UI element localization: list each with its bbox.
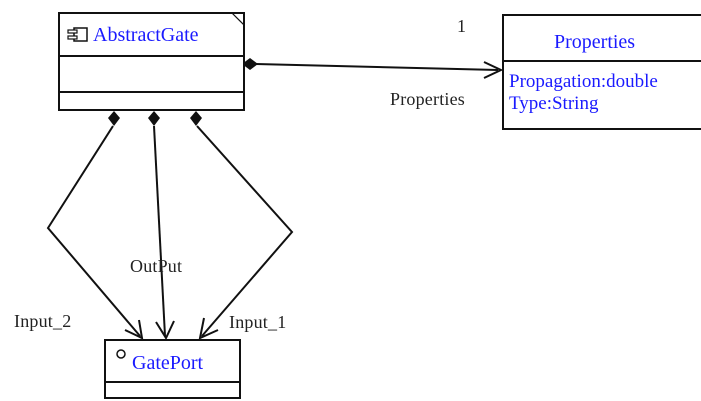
class-name-abstract-gate: AbstractGate <box>93 24 199 46</box>
attributes-compartment <box>60 57 243 93</box>
role-label-properties: Properties <box>390 89 465 109</box>
role-label-output: OutPut <box>130 256 183 276</box>
attributes-compartment <box>106 383 239 397</box>
composition-input-1 <box>190 111 294 340</box>
class-abstract-gate[interactable]: AbstractGate <box>58 12 245 111</box>
arrow-head-icon <box>124 319 144 340</box>
component-icon <box>67 27 88 42</box>
multiplicity-label: 1 <box>457 16 467 36</box>
class-properties[interactable]: Properties Propagation:double Type:Strin… <box>502 14 701 130</box>
attributes-compartment: Propagation:double Type:String <box>504 62 701 130</box>
attribute-propagation: Propagation:double <box>509 71 658 92</box>
arrow-head-icon <box>483 61 504 79</box>
composition-diamond-icon <box>190 111 202 126</box>
composition-output <box>148 111 175 341</box>
arrow-head-icon <box>198 317 219 340</box>
arrow-head-icon <box>155 320 175 341</box>
role-label-input-2: Input_2 <box>14 311 72 331</box>
composition-diamond-icon <box>242 58 258 70</box>
interface-circle-icon <box>116 349 126 359</box>
corner-fold-icon <box>231 12 245 26</box>
attribute-type: Type:String <box>509 93 599 114</box>
composition-diamond-icon <box>148 111 160 126</box>
class-name-compartment: AbstractGate <box>60 12 245 57</box>
composition-properties <box>242 58 504 79</box>
class-gate-port[interactable]: GatePort <box>104 339 241 399</box>
class-name-gate-port: GatePort <box>132 352 204 374</box>
operations-compartment <box>60 93 243 109</box>
class-name-compartment: Properties <box>504 16 701 62</box>
class-name-compartment: GatePort <box>106 341 239 383</box>
composition-diamond-icon <box>108 111 120 126</box>
role-label-input-1: Input_1 <box>229 312 287 332</box>
composition-input-2 <box>46 111 144 340</box>
class-name-properties: Properties <box>554 31 636 53</box>
